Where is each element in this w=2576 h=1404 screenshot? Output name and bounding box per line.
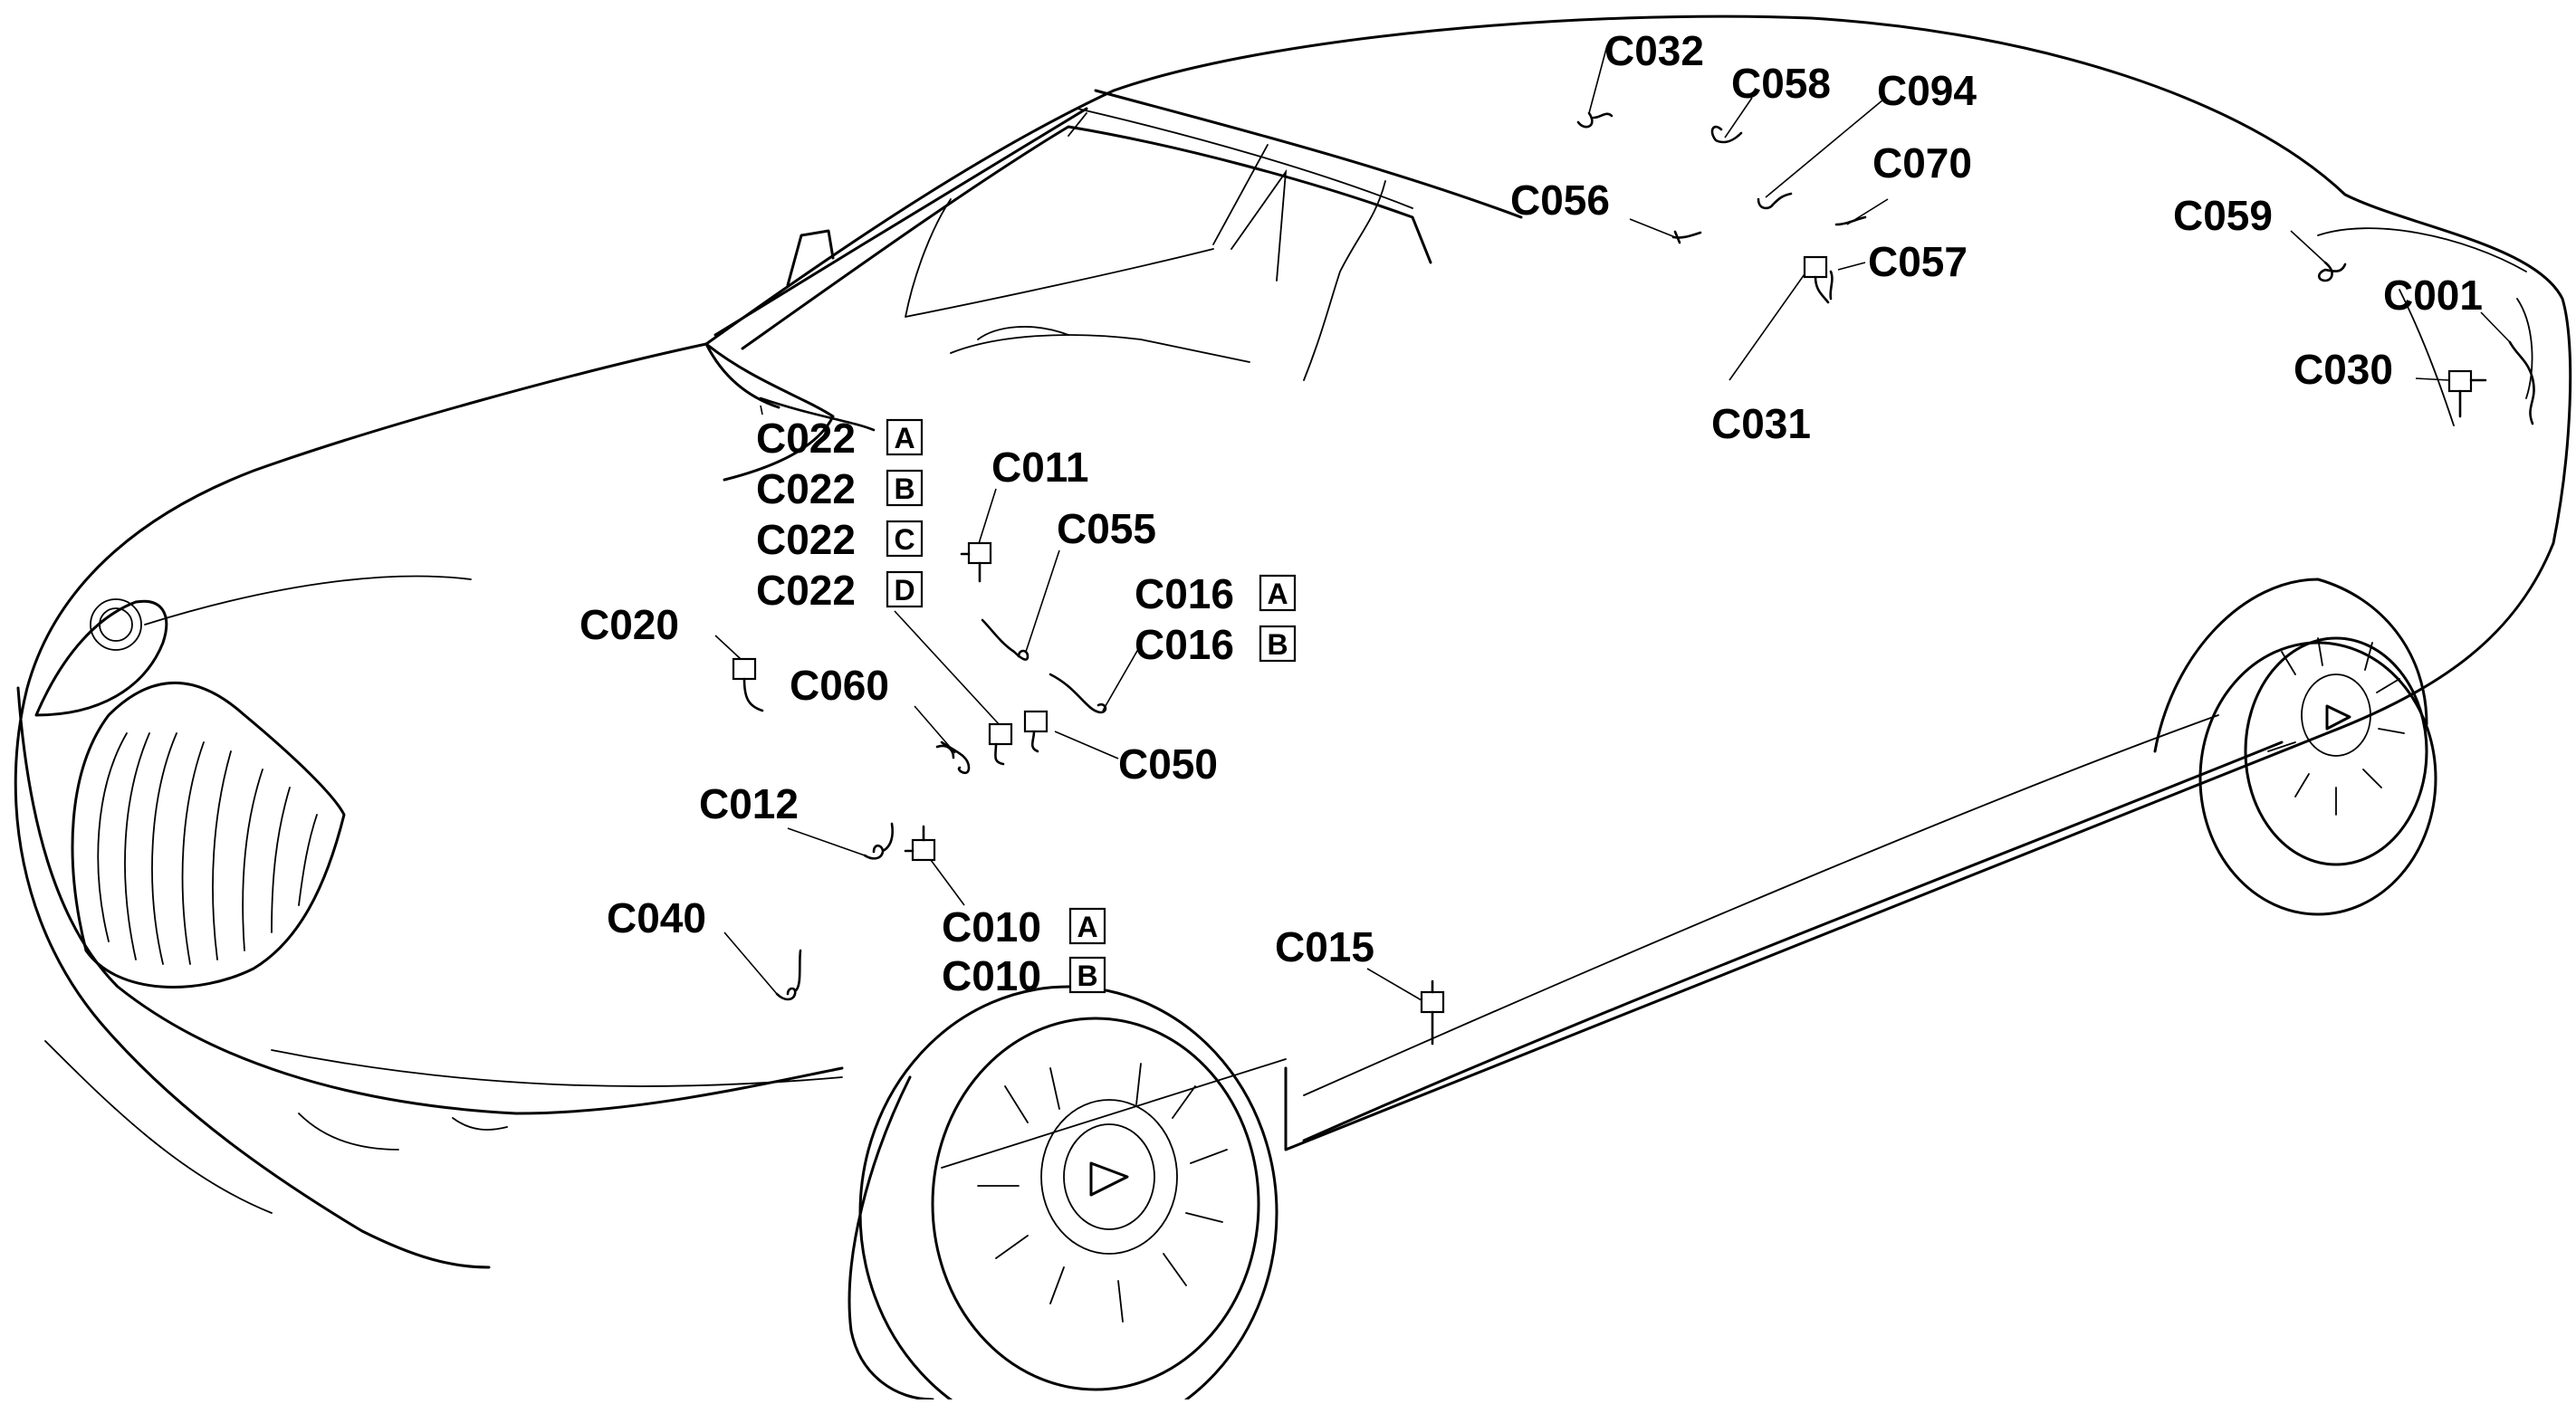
svg-text:B: B [1077, 960, 1097, 992]
car-body [14, 14, 2572, 1269]
suffix-boxes: A B C D A B A B [886, 418, 1297, 994]
label-c015: C015 [1275, 923, 1374, 970]
svg-text:C: C [894, 523, 915, 556]
label-c094: C094 [1877, 67, 1977, 114]
suffix-box-c010-b: B [1068, 956, 1106, 994]
front-wheel [847, 985, 1278, 1404]
label-c016-a: C016 [1135, 570, 1234, 617]
label-c060: C060 [790, 662, 889, 709]
connector-labels: C032 C058 C094 C070 C056 C057 C031 C059 … [579, 27, 2483, 999]
label-c058: C058 [1731, 60, 1831, 107]
suffix-box-c016-a: A [1259, 574, 1297, 612]
connector-symbols [732, 111, 2535, 1046]
label-c070: C070 [1872, 139, 1972, 186]
suffix-box-c010-a: A [1068, 907, 1106, 945]
label-c022-c: C022 [756, 516, 856, 563]
label-c022-b: C022 [756, 465, 856, 512]
svg-text:D: D [894, 574, 915, 606]
label-c055: C055 [1057, 505, 1156, 552]
label-c059: C059 [2173, 192, 2273, 239]
suffix-box-c022-b: B [886, 469, 924, 507]
label-c022-a: C022 [756, 415, 856, 462]
suffix-box-c022-a: A [886, 418, 924, 456]
label-c031: C031 [1711, 400, 1811, 447]
label-c010-a: C010 [942, 903, 1041, 950]
label-c030: C030 [2294, 346, 2393, 393]
label-c050: C050 [1118, 740, 1218, 788]
suffix-box-c016-b: B [1259, 625, 1297, 663]
label-c001: C001 [2383, 272, 2483, 319]
leader-lines [714, 44, 2511, 1001]
rear-wheel [2198, 636, 2437, 916]
label-c022-d: C022 [756, 567, 856, 614]
svg-text:B: B [894, 473, 915, 505]
svg-text:A: A [1267, 578, 1288, 610]
label-c020: C020 [579, 601, 679, 648]
label-c010-b: C010 [942, 952, 1041, 999]
label-c011: C011 [991, 444, 1088, 491]
label-c056: C056 [1510, 177, 1610, 224]
label-c032: C032 [1604, 27, 1704, 74]
svg-text:B: B [1267, 628, 1288, 661]
suffix-box-c022-d: D [886, 570, 924, 608]
label-c057: C057 [1868, 238, 1968, 285]
label-c012: C012 [699, 780, 799, 827]
grille [71, 681, 346, 989]
label-c040: C040 [607, 894, 706, 941]
label-c016-b: C016 [1135, 621, 1234, 668]
svg-text:A: A [894, 422, 915, 454]
suffix-box-c022-c: C [886, 520, 924, 558]
headlight [34, 598, 168, 717]
svg-text:A: A [1077, 911, 1097, 943]
